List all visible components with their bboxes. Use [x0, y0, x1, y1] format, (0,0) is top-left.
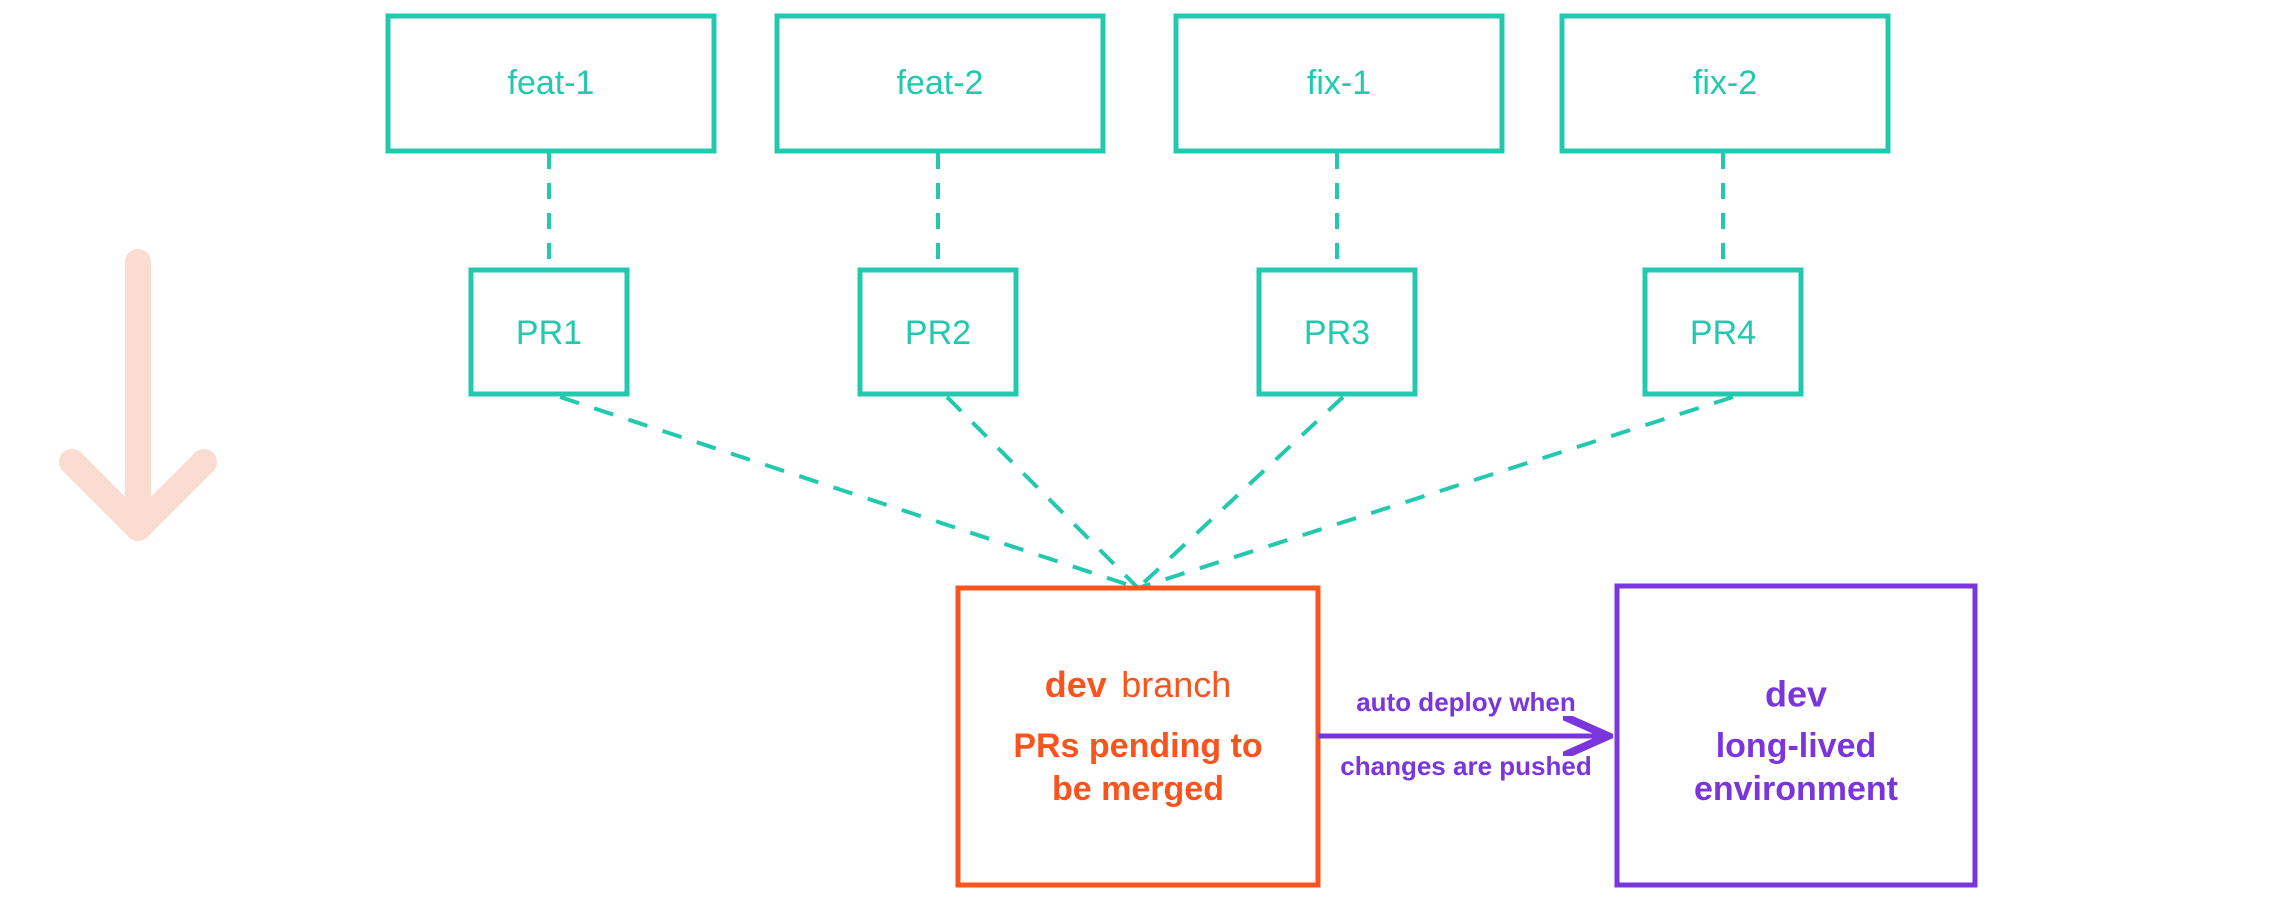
- branch-node-fix-2[interactable]: fix-2: [1559, 13, 1891, 154]
- dev-environment-box[interactable]: [1614, 583, 1978, 888]
- merge-line-pr1-to-dev: [559, 395, 1139, 590]
- pr-label: PR4: [1690, 314, 1756, 352]
- pr-node-pr3[interactable]: PR3: [1256, 267, 1418, 397]
- pr-node-pr2[interactable]: PR2: [857, 267, 1019, 397]
- pr-box[interactable]: [1256, 267, 1418, 397]
- merge-line-pr3-to-dev: [1136, 395, 1345, 590]
- branch-box[interactable]: [1173, 13, 1505, 154]
- pr-box[interactable]: [1642, 267, 1804, 397]
- branch-node-feat-1[interactable]: feat-1: [385, 13, 717, 154]
- dev-environment-title: dev: [1765, 674, 1827, 715]
- dev-environment-subtitle-line1: long-lived: [1716, 727, 1877, 765]
- dev-branch-title: dev branch: [1045, 664, 1232, 705]
- branch-label: fix-2: [1693, 64, 1757, 102]
- dev-branch-node[interactable]: dev branch PRs pending to be merged: [955, 585, 1321, 888]
- dev-environment-node[interactable]: dev long-lived environment: [1614, 583, 1978, 888]
- deploy-label-above: auto deploy when: [1356, 687, 1576, 717]
- deploy-edge: auto deploy when changes are pushed: [1318, 687, 1608, 781]
- flow-arrow-head: [59, 449, 217, 541]
- dev-branch-title-rest: branch: [1121, 664, 1231, 705]
- pr-label: PR3: [1304, 314, 1370, 352]
- pr-label: PR2: [905, 314, 971, 352]
- pr-label: PR1: [516, 314, 582, 352]
- dev-branch-title-bold: dev: [1045, 664, 1107, 705]
- pr-box[interactable]: [857, 267, 1019, 397]
- branch-node-fix-1[interactable]: fix-1: [1173, 13, 1505, 154]
- dev-environment-subtitle-line2: environment: [1694, 770, 1898, 808]
- dev-branch-subtitle-line2: be merged: [1052, 770, 1224, 808]
- branch-box[interactable]: [385, 13, 717, 154]
- pr-node-pr1[interactable]: PR1: [468, 267, 630, 397]
- branch-label: feat-2: [897, 64, 984, 102]
- branch-box[interactable]: [1559, 13, 1891, 154]
- downward-flow-arrow: [59, 249, 217, 541]
- branch-label: feat-1: [508, 64, 595, 102]
- branch-box[interactable]: [774, 13, 1106, 154]
- branch-label: fix-1: [1307, 64, 1371, 102]
- dev-branch-subtitle-line1: PRs pending to: [1013, 727, 1262, 765]
- pr-node-pr4[interactable]: PR4: [1642, 267, 1804, 397]
- pr-box[interactable]: [468, 267, 630, 397]
- dev-branch-box[interactable]: [955, 585, 1321, 888]
- merge-line-pr4-to-dev: [1137, 395, 1734, 590]
- branch-node-feat-2[interactable]: feat-2: [774, 13, 1106, 154]
- deploy-label-below: changes are pushed: [1340, 751, 1591, 781]
- merge-line-pr2-to-dev: [945, 395, 1140, 590]
